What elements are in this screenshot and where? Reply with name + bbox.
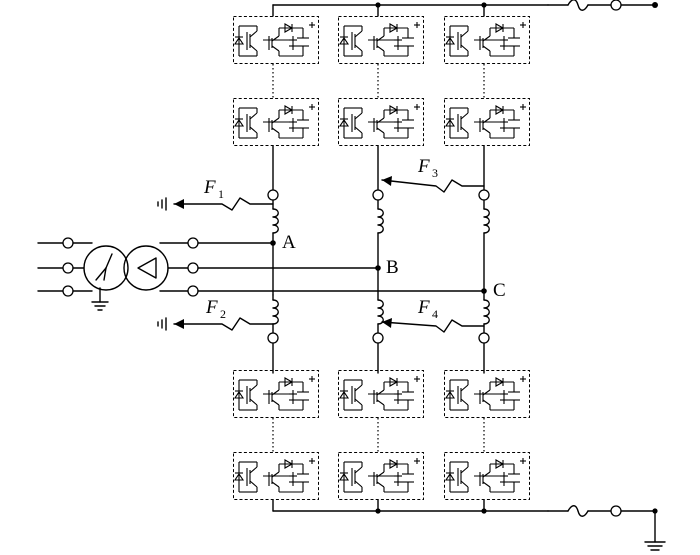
arm-inductor-icon xyxy=(272,208,279,234)
positive-dc-terminal xyxy=(610,0,622,11)
half-bridge-submodule-icon xyxy=(337,97,425,147)
fault-label-f2: F xyxy=(205,297,218,318)
ac-source-lines xyxy=(37,237,93,297)
half-bridge-submodule-icon xyxy=(443,369,531,419)
fault-arrow-icon xyxy=(173,197,274,211)
fault-sub-f3: 3 xyxy=(432,166,438,180)
half-bridge-submodule-icon xyxy=(337,451,425,501)
upper-arm-submodules xyxy=(232,15,531,147)
half-bridge-submodule-icon xyxy=(232,369,320,419)
node-label-a: A xyxy=(282,232,296,253)
fault-arrow-icon xyxy=(381,319,485,333)
fault-arrow-icon xyxy=(173,317,274,331)
negative-dc-terminal xyxy=(610,505,622,517)
fault-f4: F 4 xyxy=(381,297,485,333)
half-bridge-submodule-icon xyxy=(443,15,531,65)
arm-inductor-icon xyxy=(272,299,279,325)
fault-arrow-icon xyxy=(381,179,485,193)
node-label-b: B xyxy=(386,257,399,278)
arm-inductors xyxy=(272,208,490,325)
transformer-icon xyxy=(83,245,169,311)
arm-inductor-icon xyxy=(377,208,384,234)
arm-inductor-icon xyxy=(483,208,490,234)
half-bridge-submodule-icon xyxy=(232,97,320,147)
half-bridge-submodule-icon xyxy=(337,15,425,65)
half-bridge-submodule-icon xyxy=(337,369,425,419)
fault-f1: F 1 xyxy=(157,177,274,211)
arm-terminals xyxy=(267,189,490,344)
ac-converter-lines xyxy=(159,237,487,297)
node-label-c: C xyxy=(493,280,506,301)
half-bridge-submodule-icon xyxy=(443,451,531,501)
fault-label-f4: F xyxy=(417,297,430,318)
fault-f2: F 2 xyxy=(157,297,274,331)
half-bridge-submodule-icon xyxy=(232,451,320,501)
fault-sub-f2: 2 xyxy=(220,307,226,321)
fault-label-f1: F xyxy=(203,177,216,198)
arm-inductor-icon xyxy=(483,299,490,325)
half-bridge-submodule-icon xyxy=(443,97,531,147)
lower-arm-submodules xyxy=(232,369,531,501)
ground-icon xyxy=(91,301,109,311)
negative-dc-bus xyxy=(272,505,666,551)
arm-inductor-icon xyxy=(377,299,384,325)
fault-f3: F 3 xyxy=(381,156,485,193)
ground-icon xyxy=(644,541,666,551)
fault-label-f3: F xyxy=(417,156,430,177)
fault-sub-f1: 1 xyxy=(218,187,224,201)
fault-sub-f4: 4 xyxy=(432,307,438,321)
half-bridge-submodule-icon xyxy=(232,15,320,65)
positive-dc-bus xyxy=(272,0,658,11)
